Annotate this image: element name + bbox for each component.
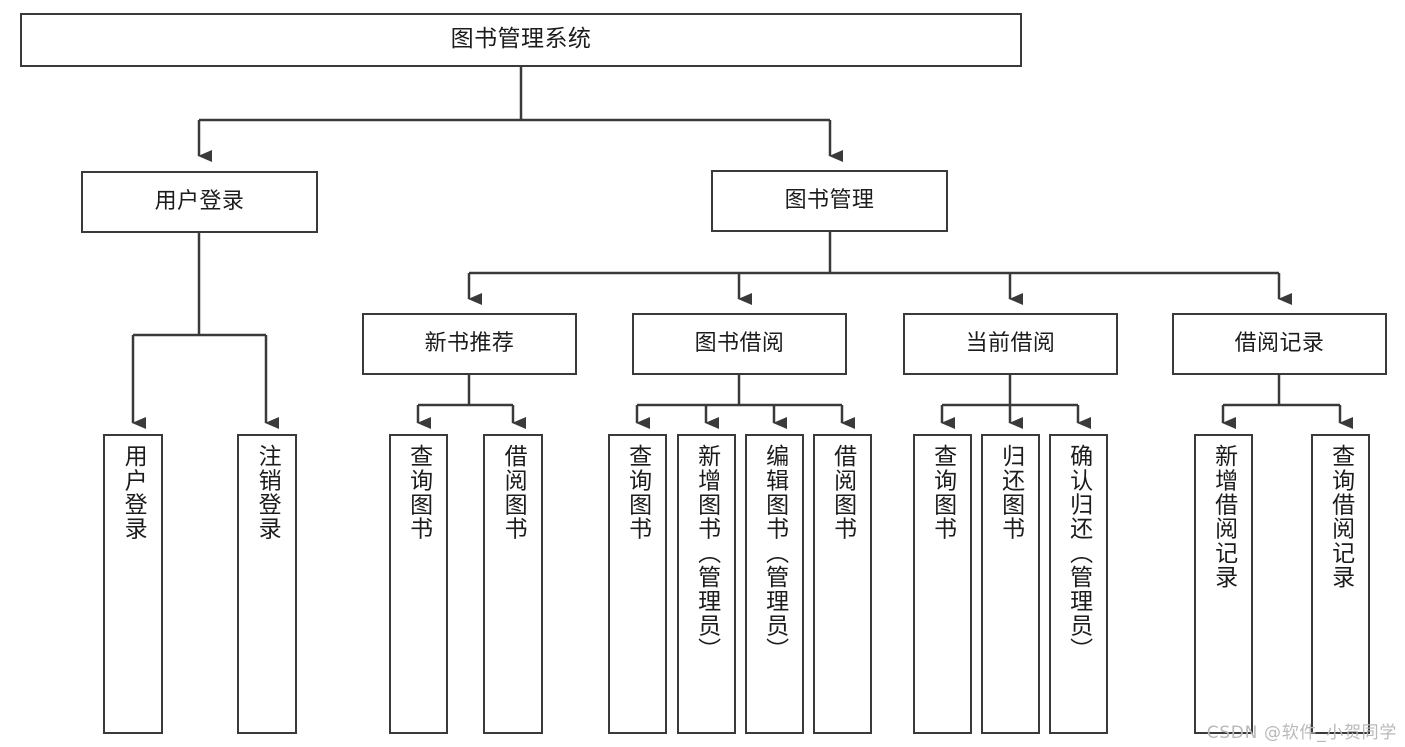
node-label: 图书管理系统 (450, 26, 592, 53)
node-book-borrowing[interactable]: 图书借阅 (632, 313, 847, 375)
leaf-user-logout[interactable]: 注销登录 (237, 434, 297, 734)
node-label: 当前借阅 (965, 331, 1056, 357)
node-root-library-management-system[interactable]: 图书管理系统 (20, 13, 1022, 67)
node-label: 借阅记录 (1234, 331, 1325, 357)
csdn-watermark: CSDN @软件_小贺同学 (1206, 723, 1397, 743)
node-label: 查询图书 (624, 444, 651, 541)
node-label: 新增图书（管理员） (693, 444, 720, 662)
leaf-borrow-add-book-admin[interactable]: 新增图书（管理员） (677, 434, 736, 734)
leaf-borrow-edit-book-admin[interactable]: 编辑图书（管理员） (745, 434, 804, 734)
node-label: 新书推荐 (424, 331, 515, 357)
node-label: 新增借阅记录 (1210, 444, 1237, 589)
node-label: 查询借阅记录 (1327, 444, 1354, 589)
node-label: 图书借阅 (694, 331, 785, 357)
node-label: 注销登录 (254, 444, 281, 541)
node-book-management[interactable]: 图书管理 (711, 170, 948, 232)
leaf-record-add-borrow-record[interactable]: 新增借阅记录 (1194, 434, 1253, 734)
leaf-newbook-borrow-books[interactable]: 借阅图书 (483, 434, 543, 734)
node-label: 用户登录 (120, 444, 147, 541)
node-label: 借阅图书 (829, 444, 856, 541)
node-borrow-record[interactable]: 借阅记录 (1172, 313, 1387, 375)
node-new-book-recommendation[interactable]: 新书推荐 (362, 313, 577, 375)
leaf-current-return-books[interactable]: 归还图书 (981, 434, 1040, 734)
node-label: 用户登录 (154, 189, 245, 215)
leaf-current-query-books[interactable]: 查询图书 (913, 434, 972, 734)
leaf-borrow-query-books[interactable]: 查询图书 (608, 434, 667, 734)
node-label: 编辑图书（管理员） (761, 444, 788, 662)
node-current-borrowing[interactable]: 当前借阅 (903, 313, 1118, 375)
node-label: 确认归还（管理员） (1065, 444, 1092, 662)
node-label: 借阅图书 (500, 444, 527, 541)
leaf-current-confirm-return-admin[interactable]: 确认归还（管理员） (1049, 434, 1108, 734)
leaf-record-query-borrow-record[interactable]: 查询借阅记录 (1311, 434, 1370, 734)
leaf-user-login[interactable]: 用户登录 (103, 434, 163, 734)
node-label: 图书管理 (784, 188, 875, 214)
leaf-newbook-query-books[interactable]: 查询图书 (389, 434, 448, 734)
node-label: 查询图书 (405, 444, 432, 541)
node-user-login[interactable]: 用户登录 (81, 171, 318, 233)
leaf-borrow-borrow-books[interactable]: 借阅图书 (813, 434, 872, 734)
node-label: 查询图书 (929, 444, 956, 541)
node-label: 归还图书 (997, 444, 1024, 541)
